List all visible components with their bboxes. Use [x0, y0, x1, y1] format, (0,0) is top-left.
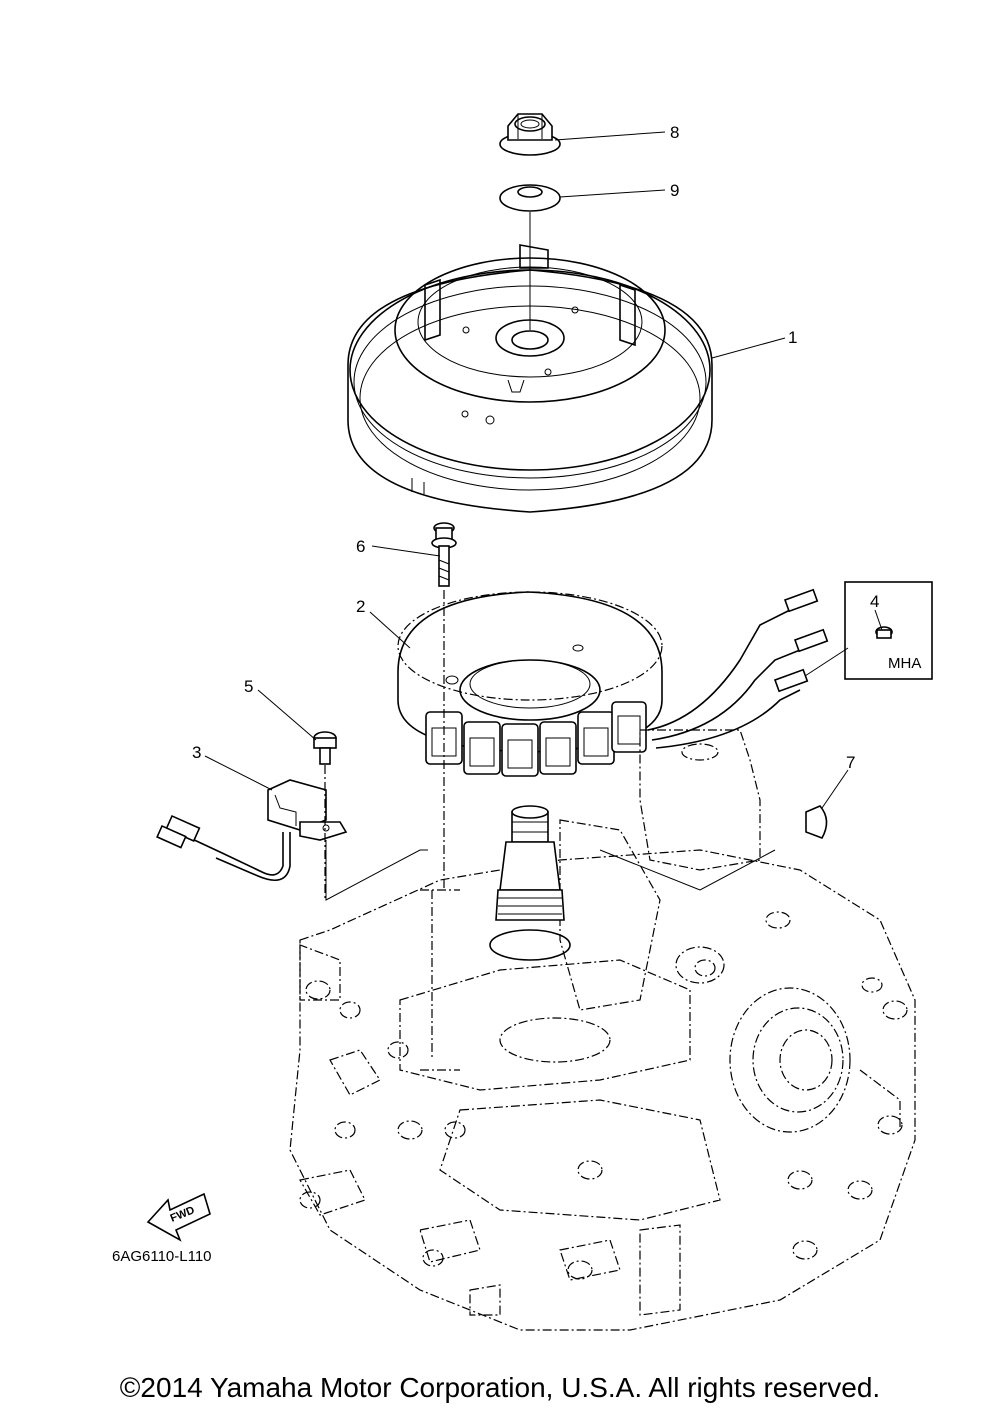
- forward-arrow-icon: FWD: [146, 1192, 211, 1242]
- part-8-nut: [499, 113, 561, 156]
- part-2-stator: [397, 588, 829, 777]
- diagram-code: 6AG6110-L110: [112, 1248, 212, 1265]
- part-3-pulser-coil: [156, 779, 348, 882]
- callout-9: 9: [670, 181, 679, 200]
- part-1-flywheel: [347, 244, 713, 513]
- part-7-key: [805, 805, 828, 839]
- engine-block: [289, 729, 916, 1331]
- part-4-screw: [875, 626, 893, 639]
- inset-label: MHA: [888, 655, 921, 672]
- part-6-bolt: [431, 522, 457, 587]
- callout-8: 8: [670, 123, 679, 142]
- inset-mha: MHA: [844, 581, 933, 680]
- crankshaft-end: [489, 805, 571, 961]
- callout-7: 7: [846, 753, 855, 772]
- part-9-washer: [499, 184, 561, 212]
- part-5-screw: [313, 731, 337, 765]
- callout-5: 5: [244, 677, 253, 696]
- callout-numbers: 8 9 1 6 2 4 5 3 7: [192, 123, 879, 772]
- leader-lines: [204, 131, 883, 809]
- stator-wire-harness: [647, 588, 829, 749]
- alignment-lines: [324, 212, 776, 1060]
- callout-4: 4: [870, 592, 879, 611]
- copyright-notice: ©2014 Yamaha Motor Corporation, U.S.A. A…: [119, 1372, 881, 1403]
- callout-6: 6: [356, 537, 365, 556]
- callout-1: 1: [788, 328, 797, 347]
- callout-2: 2: [356, 597, 365, 616]
- callout-3: 3: [192, 743, 201, 762]
